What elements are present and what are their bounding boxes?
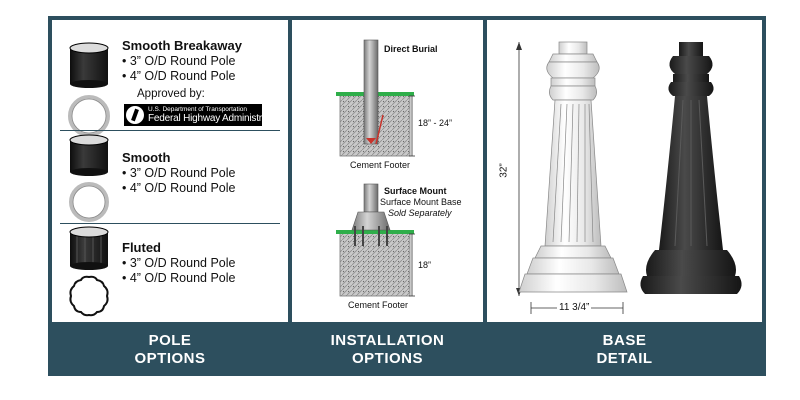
fhwa-logo-icon [126, 106, 144, 124]
surface-mount-note: Sold Separately [388, 208, 452, 218]
pole-options-panel: Smooth Breakaway • 3” O/D Round Pole • 4… [52, 20, 288, 322]
surface-mount-subtitle: Surface Mount Base [380, 197, 462, 207]
installation-options-heading-line1: INSTALLATION [330, 332, 445, 349]
fhwa-badge: U.S. Department of Transportation Federa… [124, 104, 283, 126]
pole-options-heading-line2: OPTIONS [134, 350, 206, 367]
base-detail-panel: 32” 11 3/4” [487, 20, 762, 322]
smooth-option-4in: • 4” O/D Round Pole [122, 181, 236, 195]
installation-options-heading-line2: OPTIONS [351, 350, 423, 367]
smooth-breakaway-pole-illustration [68, 42, 110, 137]
smooth-pole-illustration [69, 134, 109, 222]
fluted-option-3in: • 3” O/D Round Pole [122, 256, 236, 270]
fhwa-agency-text: Federal Highway Administration [148, 113, 283, 124]
breakaway-title: Smooth Breakaway [122, 38, 242, 53]
product-sheet-frame: Smooth Breakaway • 3” O/D Round Pole • 4… [48, 16, 766, 376]
smooth-option-3in: • 3” O/D Round Pole [122, 166, 236, 180]
approved-by-label: Approved by: [137, 88, 205, 100]
base-height-dimension: 32” [498, 163, 510, 178]
fluted-pole-illustration [69, 226, 109, 317]
breakaway-option-3in: • 3” O/D Round Pole [122, 54, 236, 68]
fhwa-department-text: U.S. Department of Transportation [148, 106, 247, 113]
installation-options-heading: INSTALLATION OPTIONS [292, 328, 483, 372]
pole-options-heading-line1: POLE [148, 332, 192, 349]
direct-burial-footer-label: Cement Footer [350, 160, 411, 170]
direct-burial-depth: 18” - 24” [418, 118, 453, 128]
surface-mount-depth: 18” [418, 260, 432, 270]
breakaway-option-4in: • 4” O/D Round Pole [122, 69, 236, 83]
pole-divider-2 [60, 223, 280, 224]
smooth-title: Smooth [122, 150, 171, 165]
base-detail-heading: BASE DETAIL [487, 328, 762, 372]
base-detail-heading-line1: BASE [602, 332, 647, 349]
surface-mount-title: Surface Mount [384, 186, 447, 196]
fluted-title: Fluted [122, 240, 161, 255]
white-base-illustration [518, 41, 628, 293]
base-width-dimension: 11 3/4” [557, 302, 592, 313]
direct-burial-title: Direct Burial [384, 44, 438, 54]
pole-divider-1 [60, 130, 280, 131]
direct-burial-diagram [336, 39, 415, 157]
pole-options-heading: POLE OPTIONS [52, 328, 288, 372]
base-detail-heading-line2: DETAIL [596, 350, 653, 367]
black-base-illustration [640, 42, 742, 294]
surface-mount-footer-label: Cement Footer [348, 300, 409, 310]
surface-mount-diagram [336, 183, 415, 297]
installation-options-panel: Direct Burial 18” - 24” Cement Footer Su… [292, 20, 483, 322]
base-detail-drawing [516, 41, 742, 314]
fluted-option-4in: • 4” O/D Round Pole [122, 271, 236, 285]
